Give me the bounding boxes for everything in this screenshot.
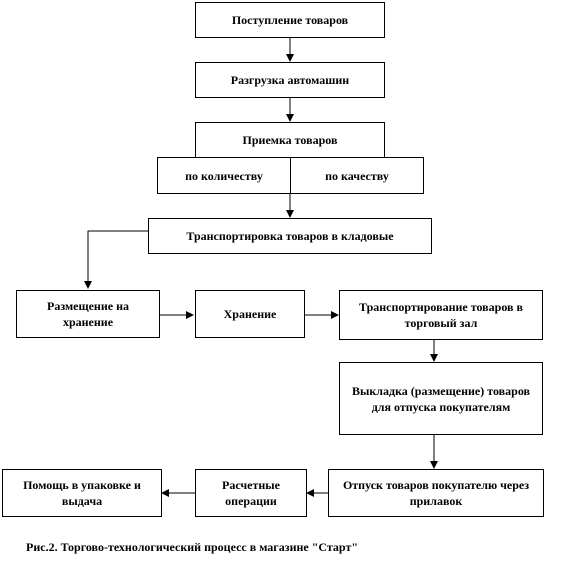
node-receipt: Поступление товаров xyxy=(195,2,385,38)
node-packing: Помощь в упаковке и выдача xyxy=(2,469,162,517)
node-unloading: Разгрузка автомашин xyxy=(195,62,385,98)
node-acceptance: Приемка товаров xyxy=(195,122,385,158)
node-transport-hall: Транспортирование товаров в торговый зал xyxy=(339,290,543,340)
node-by-quality: по качеству xyxy=(290,157,424,194)
figure-caption: Рис.2. Торгово-технологический процесс в… xyxy=(26,540,359,554)
node-transport-storage: Транспортировка товаров в кладовые xyxy=(148,218,432,254)
node-storage: Хранение xyxy=(195,290,305,338)
node-settlement: Расчетные операции xyxy=(195,469,307,517)
node-placement: Размещение на хранение xyxy=(16,290,160,338)
node-dispense: Отпуск товаров покупателю через прилавок xyxy=(328,469,544,517)
node-by-quantity: по количеству xyxy=(157,157,291,194)
node-display: Выкладка (размещение) товаров для отпуск… xyxy=(339,362,543,435)
arrow-transport-to-placement xyxy=(84,230,148,289)
